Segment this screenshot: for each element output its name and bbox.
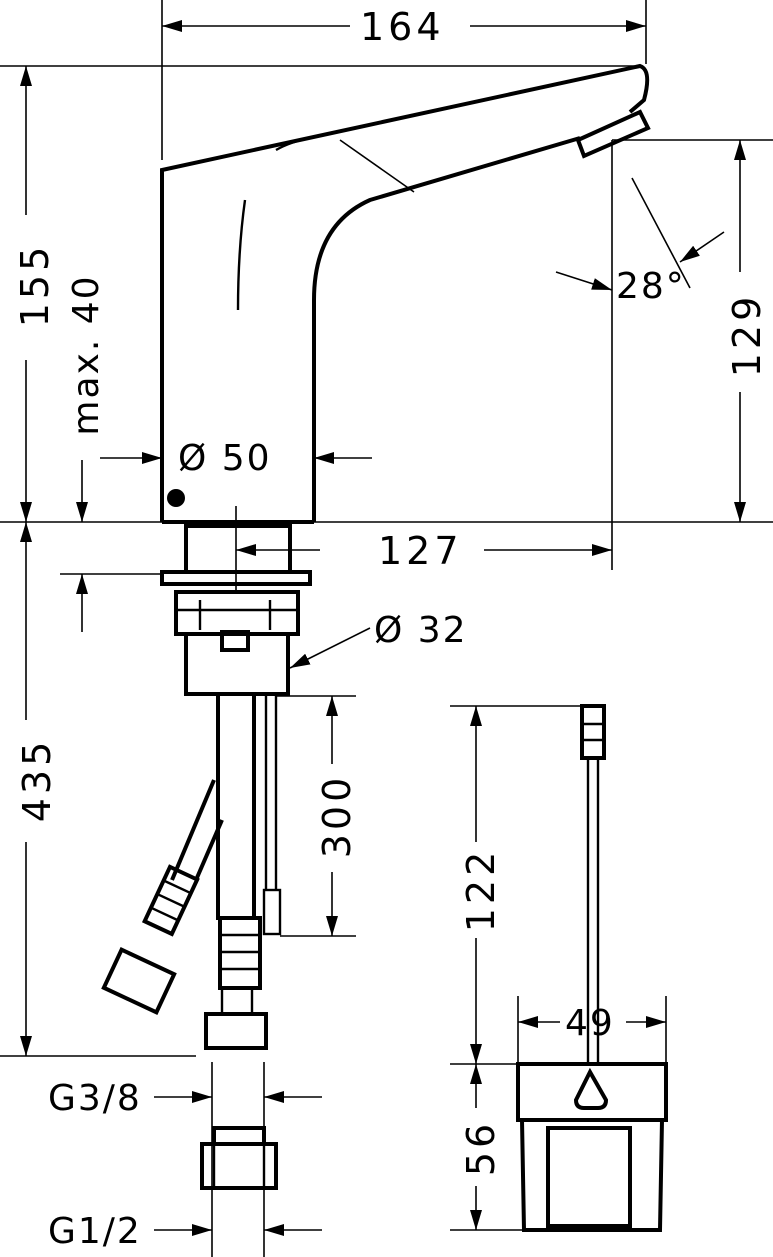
- dim-height-total: 155: [13, 243, 57, 328]
- dim-width-top: 164: [360, 5, 445, 49]
- dim-cable-length: 300: [315, 774, 359, 859]
- dim-spout-angle: 28°: [616, 266, 686, 307]
- dim-battery-height: 56: [459, 1120, 503, 1176]
- dim-body-diameter: Ø 50: [178, 438, 272, 479]
- control-box: [516, 704, 668, 1232]
- dim-spout-height: 129: [725, 293, 769, 378]
- dim-connection-upper: G3/8: [48, 1078, 142, 1119]
- dimension-labels: 164 155 max. 40 129 28° Ø 50 127 Ø 32 43…: [13, 5, 769, 1252]
- dim-max-thickness: max. 40: [66, 274, 107, 435]
- dim-battery-width: 49: [565, 1003, 615, 1044]
- dim-below-counter: 435: [15, 738, 59, 823]
- dim-connection-lower: G1/2: [48, 1211, 142, 1252]
- dim-projection: 127: [378, 529, 463, 573]
- dim-battery-cable: 122: [459, 848, 503, 933]
- dim-shank-diameter: Ø 32: [374, 610, 468, 651]
